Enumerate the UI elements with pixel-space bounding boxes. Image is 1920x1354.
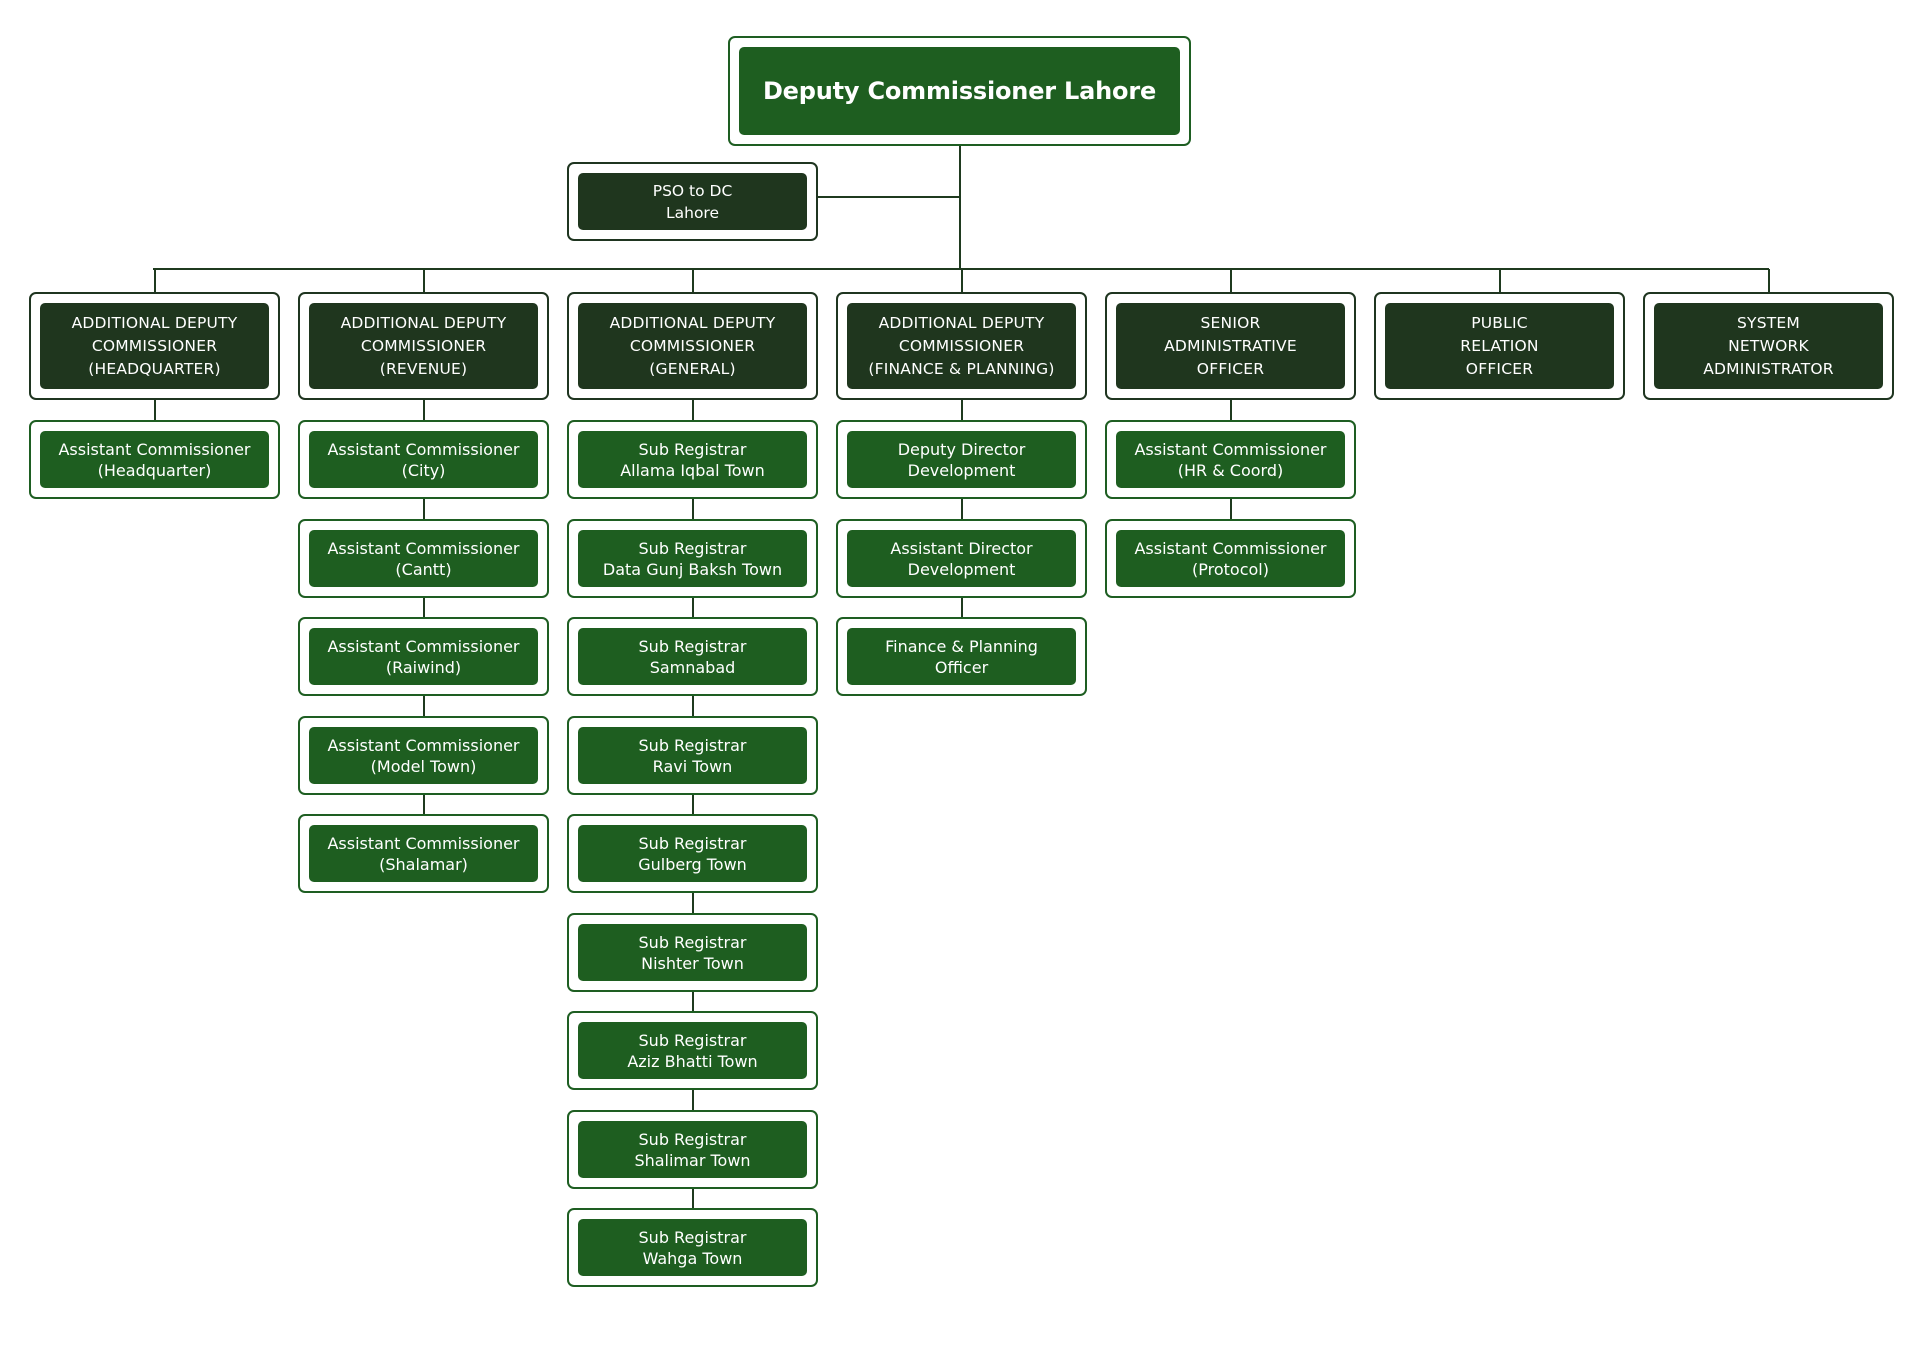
department-drop-connector xyxy=(692,269,694,292)
department-node-label: ADDITIONAL DEPUTY COMMISSIONER (FINANCE … xyxy=(847,303,1076,389)
root-node-label: Deputy Commissioner Lahore xyxy=(739,47,1180,135)
child-node-label: Assistant Commissioner (HR & Coord) xyxy=(1116,431,1345,488)
child-connector xyxy=(961,598,963,617)
child-connector xyxy=(961,499,963,519)
child-node-label: Sub Registrar Shalimar Town xyxy=(578,1121,807,1178)
child-connector xyxy=(692,598,694,617)
child-connector xyxy=(423,696,425,716)
child-node[interactable]: Assistant Commissioner (HR & Coord) xyxy=(1105,420,1356,499)
department-node[interactable]: SENIOR ADMINISTRATIVE OFFICER xyxy=(1105,292,1356,400)
child-connector xyxy=(692,499,694,519)
child-node-label: Sub Registrar Gulberg Town xyxy=(578,825,807,882)
department-drop-connector xyxy=(1230,269,1232,292)
child-connector xyxy=(423,598,425,617)
child-connector xyxy=(154,400,156,420)
child-node-label: Assistant Director Development xyxy=(847,530,1076,587)
child-node-label: Assistant Commissioner (Headquarter) xyxy=(40,431,269,488)
child-connector xyxy=(961,400,963,420)
child-connector xyxy=(692,893,694,913)
root-node-deputy-commissioner[interactable]: Deputy Commissioner Lahore xyxy=(728,36,1191,146)
department-drop-connector xyxy=(1499,269,1501,292)
child-connector xyxy=(692,1189,694,1208)
department-node[interactable]: ADDITIONAL DEPUTY COMMISSIONER (REVENUE) xyxy=(298,292,549,400)
child-connector xyxy=(692,696,694,716)
child-node-label: Deputy Director Development xyxy=(847,431,1076,488)
child-node[interactable]: Sub Registrar Ravi Town xyxy=(567,716,818,795)
child-connector xyxy=(423,400,425,420)
child-node-label: Sub Registrar Nishter Town xyxy=(578,924,807,981)
staff-node-label: PSO to DC Lahore xyxy=(578,173,807,230)
child-node-label: Assistant Commissioner (Model Town) xyxy=(309,727,538,784)
child-connector xyxy=(692,1090,694,1110)
child-node-label: Assistant Commissioner (Protocol) xyxy=(1116,530,1345,587)
child-node-label: Sub Registrar Data Gunj Baksh Town xyxy=(578,530,807,587)
child-node[interactable]: Assistant Director Development xyxy=(836,519,1087,598)
department-drop-connector xyxy=(423,269,425,292)
department-node-label: PUBLIC RELATION OFFICER xyxy=(1385,303,1614,389)
department-node-label: SYSTEM NETWORK ADMINISTRATOR xyxy=(1654,303,1883,389)
child-node[interactable]: Assistant Commissioner (Shalamar) xyxy=(298,814,549,893)
child-connector xyxy=(1230,499,1232,519)
staff-node-pso[interactable]: PSO to DC Lahore xyxy=(567,162,818,241)
child-node-label: Assistant Commissioner (Shalamar) xyxy=(309,825,538,882)
child-node[interactable]: Assistant Commissioner (Model Town) xyxy=(298,716,549,795)
child-node-label: Sub Registrar Allama Iqbal Town xyxy=(578,431,807,488)
department-node[interactable]: ADDITIONAL DEPUTY COMMISSIONER (GENERAL) xyxy=(567,292,818,400)
department-node[interactable]: ADDITIONAL DEPUTY COMMISSIONER (FINANCE … xyxy=(836,292,1087,400)
child-node[interactable]: Finance & Planning Officer xyxy=(836,617,1087,696)
child-node-label: Sub Registrar Ravi Town xyxy=(578,727,807,784)
child-node[interactable]: Sub Registrar Samnabad xyxy=(567,617,818,696)
child-node[interactable]: Assistant Commissioner (Cantt) xyxy=(298,519,549,598)
child-connector xyxy=(1230,400,1232,420)
department-node[interactable]: ADDITIONAL DEPUTY COMMISSIONER (HEADQUAR… xyxy=(29,292,280,400)
child-node[interactable]: Sub Registrar Shalimar Town xyxy=(567,1110,818,1189)
department-drop-connector xyxy=(154,269,156,292)
child-node[interactable]: Assistant Commissioner (Headquarter) xyxy=(29,420,280,499)
child-node[interactable]: Sub Registrar Aziz Bhatti Town xyxy=(567,1011,818,1090)
child-connector xyxy=(692,400,694,420)
child-connector xyxy=(423,795,425,814)
child-node[interactable]: Sub Registrar Wahga Town xyxy=(567,1208,818,1287)
child-node[interactable]: Assistant Commissioner (City) xyxy=(298,420,549,499)
department-node[interactable]: PUBLIC RELATION OFFICER xyxy=(1374,292,1625,400)
trunk-connector xyxy=(959,146,961,270)
department-node-label: ADDITIONAL DEPUTY COMMISSIONER (HEADQUAR… xyxy=(40,303,269,389)
child-connector xyxy=(692,795,694,814)
child-connector xyxy=(692,992,694,1011)
child-node-label: Assistant Commissioner (City) xyxy=(309,431,538,488)
child-connector xyxy=(423,499,425,519)
department-node-label: ADDITIONAL DEPUTY COMMISSIONER (GENERAL) xyxy=(578,303,807,389)
department-drop-connector xyxy=(961,269,963,292)
child-node[interactable]: Assistant Commissioner (Protocol) xyxy=(1105,519,1356,598)
child-node-label: Sub Registrar Aziz Bhatti Town xyxy=(578,1022,807,1079)
child-node-label: Finance & Planning Officer xyxy=(847,628,1076,685)
child-node[interactable]: Deputy Director Development xyxy=(836,420,1087,499)
child-node-label: Sub Registrar Samnabad xyxy=(578,628,807,685)
child-node[interactable]: Sub Registrar Gulberg Town xyxy=(567,814,818,893)
child-node[interactable]: Sub Registrar Allama Iqbal Town xyxy=(567,420,818,499)
department-drop-connector xyxy=(1768,269,1770,292)
child-node[interactable]: Sub Registrar Nishter Town xyxy=(567,913,818,992)
child-node[interactable]: Assistant Commissioner (Raiwind) xyxy=(298,617,549,696)
child-node-label: Assistant Commissioner (Raiwind) xyxy=(309,628,538,685)
department-node-label: SENIOR ADMINISTRATIVE OFFICER xyxy=(1116,303,1345,389)
department-node[interactable]: SYSTEM NETWORK ADMINISTRATOR xyxy=(1643,292,1894,400)
department-node-label: ADDITIONAL DEPUTY COMMISSIONER (REVENUE) xyxy=(309,303,538,389)
child-node-label: Sub Registrar Wahga Town xyxy=(578,1219,807,1276)
child-node-label: Assistant Commissioner (Cantt) xyxy=(309,530,538,587)
child-node[interactable]: Sub Registrar Data Gunj Baksh Town xyxy=(567,519,818,598)
pso-connector xyxy=(818,196,960,198)
